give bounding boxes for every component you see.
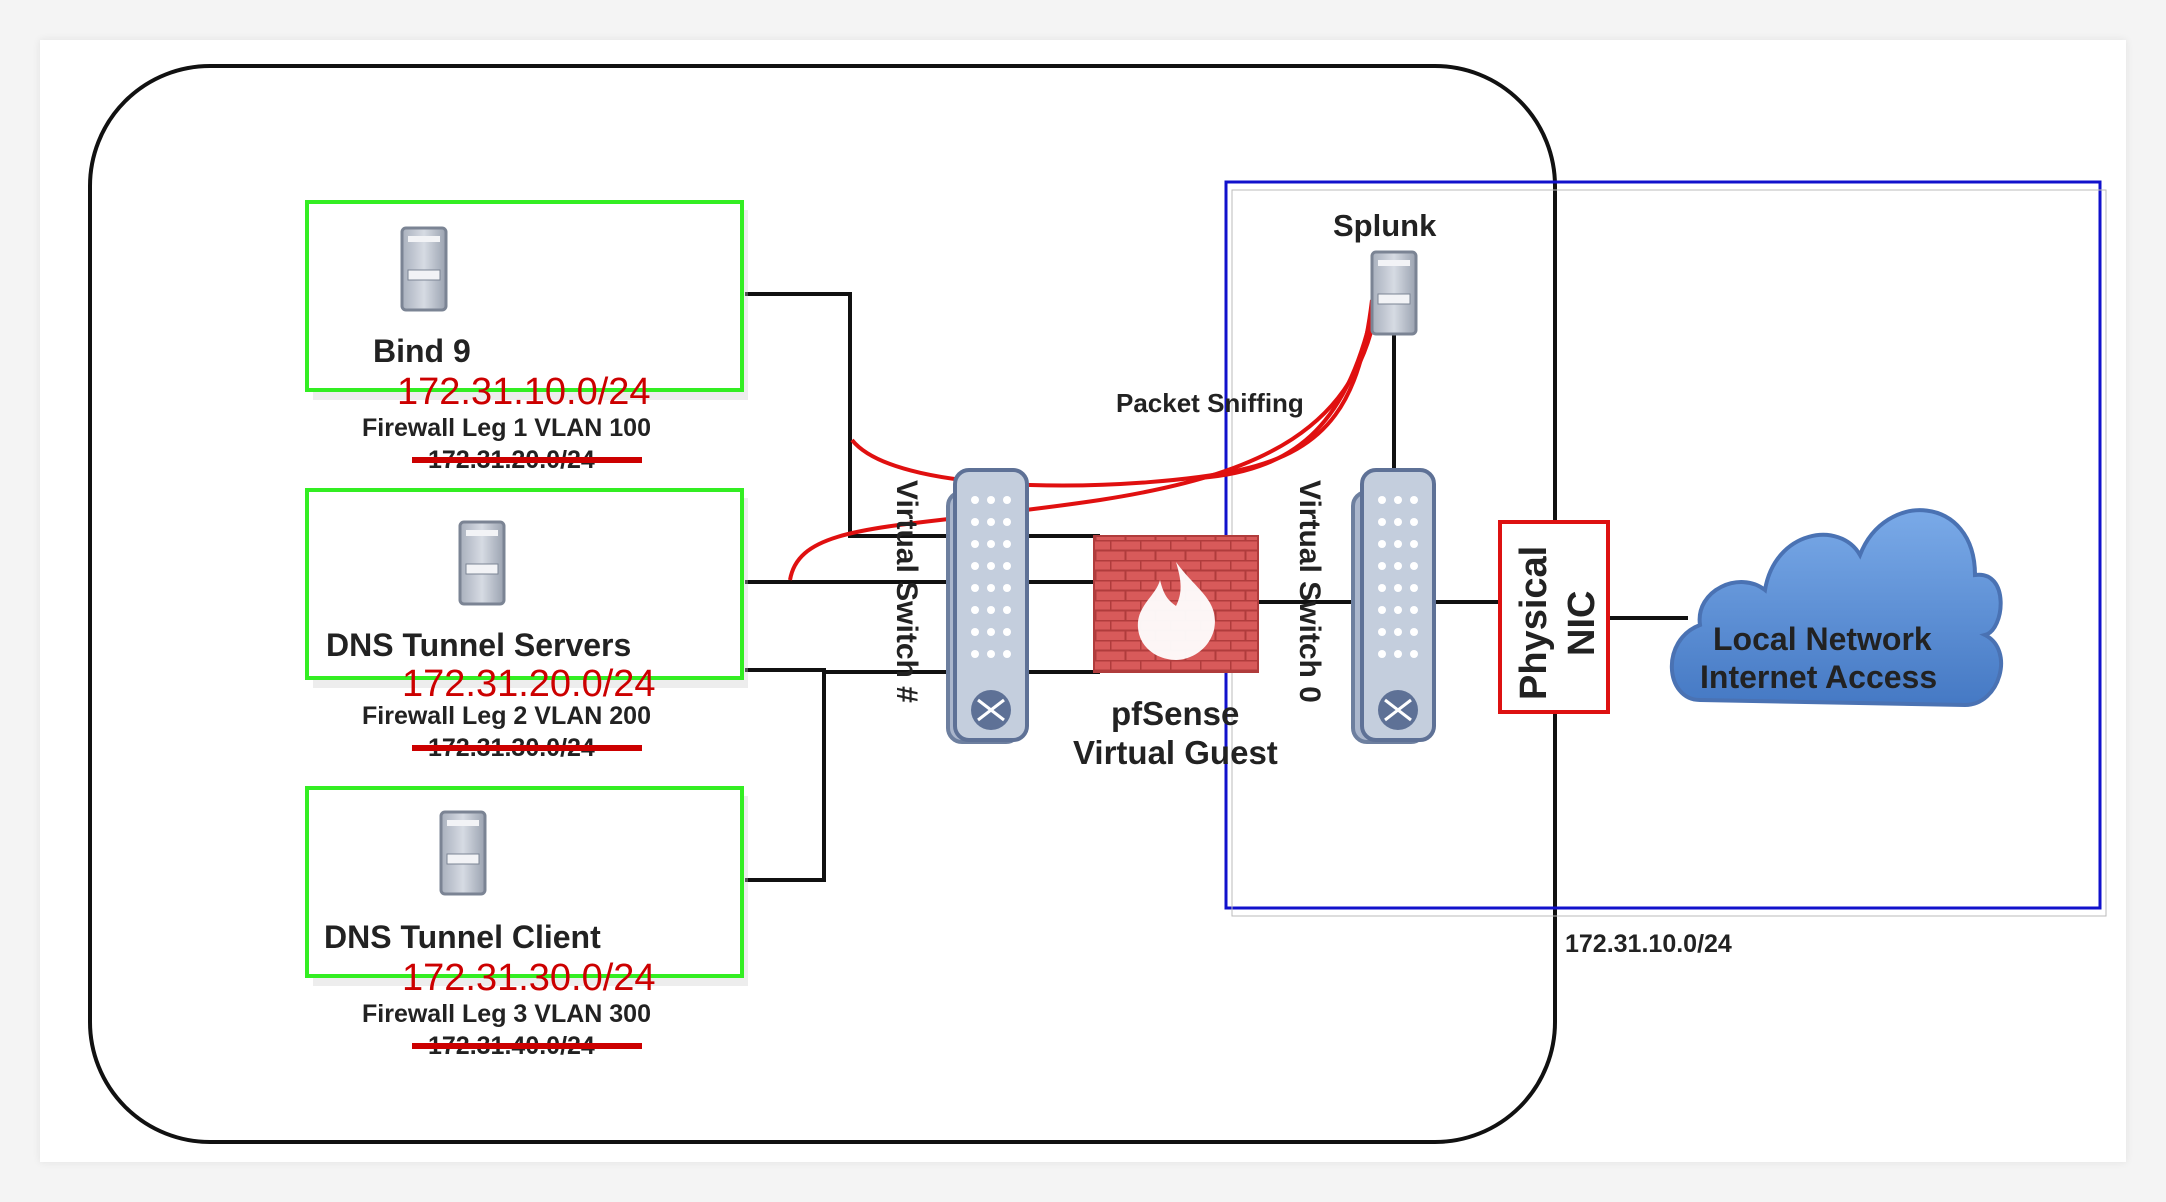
host-dns-tunnel-servers[interactable]: DNS Tunnel Servers [305, 488, 748, 688]
packet-sniffing-curves [788, 297, 1380, 581]
virtual-switch-0[interactable] [1351, 468, 1436, 744]
leg-label: Firewall Leg 3 VLAN 300 [362, 1000, 651, 1028]
host-label: DNS Tunnel Servers [326, 627, 631, 663]
firewall-line2: Virtual Guest [1073, 734, 1278, 771]
server-icon [1370, 250, 1418, 336]
packet-sniffing-label: Packet Sniffing [1116, 388, 1304, 418]
host-dns-tunnel-client[interactable]: DNS Tunnel Client [305, 786, 748, 986]
nic-line2: NIC [1561, 591, 1603, 656]
splunk-server[interactable] [1370, 250, 1418, 336]
host-label: Bind 9 [373, 333, 471, 369]
server-icon [439, 810, 487, 896]
firewall-line1: pfSense [1111, 695, 1239, 732]
host-bind9[interactable]: Bind 9 [305, 200, 748, 400]
physical-nic[interactable] [1498, 520, 1610, 714]
server-icon [400, 226, 448, 312]
host-subnet-label: 172.31.10.0/24 [1565, 930, 1732, 958]
cloud-line1: Local Network [1713, 621, 1932, 657]
subnet-new: 172.31.30.0/24 [402, 957, 656, 999]
subnet-new: 172.31.20.0/24 [402, 663, 656, 705]
host-label: DNS Tunnel Client [324, 919, 601, 955]
cloud-icon[interactable] [1669, 508, 2003, 708]
shuffle-icon [971, 690, 1011, 730]
nic-line1: Physical [1513, 546, 1555, 700]
virtual-switch-0-label: Virtual Switch 0 [1293, 480, 1326, 703]
virtual-switch-hash[interactable] [946, 468, 1029, 744]
server-icon [458, 520, 506, 606]
connection-lines [745, 292, 1688, 882]
flame-icon [1137, 562, 1215, 660]
cloud-line2: Internet Access [1700, 659, 1937, 695]
virtual-switch-hash-label: Virtual Switch # [890, 480, 923, 703]
subnet-new: 172.31.10.0/24 [397, 371, 651, 413]
leg-label: Firewall Leg 2 VLAN 200 [362, 702, 651, 730]
shuffle-icon [1378, 690, 1418, 730]
leg-label: Firewall Leg 1 VLAN 100 [362, 414, 651, 442]
splunk-label: Splunk [1333, 208, 1437, 243]
pfsense-firewall[interactable] [1093, 535, 1259, 673]
